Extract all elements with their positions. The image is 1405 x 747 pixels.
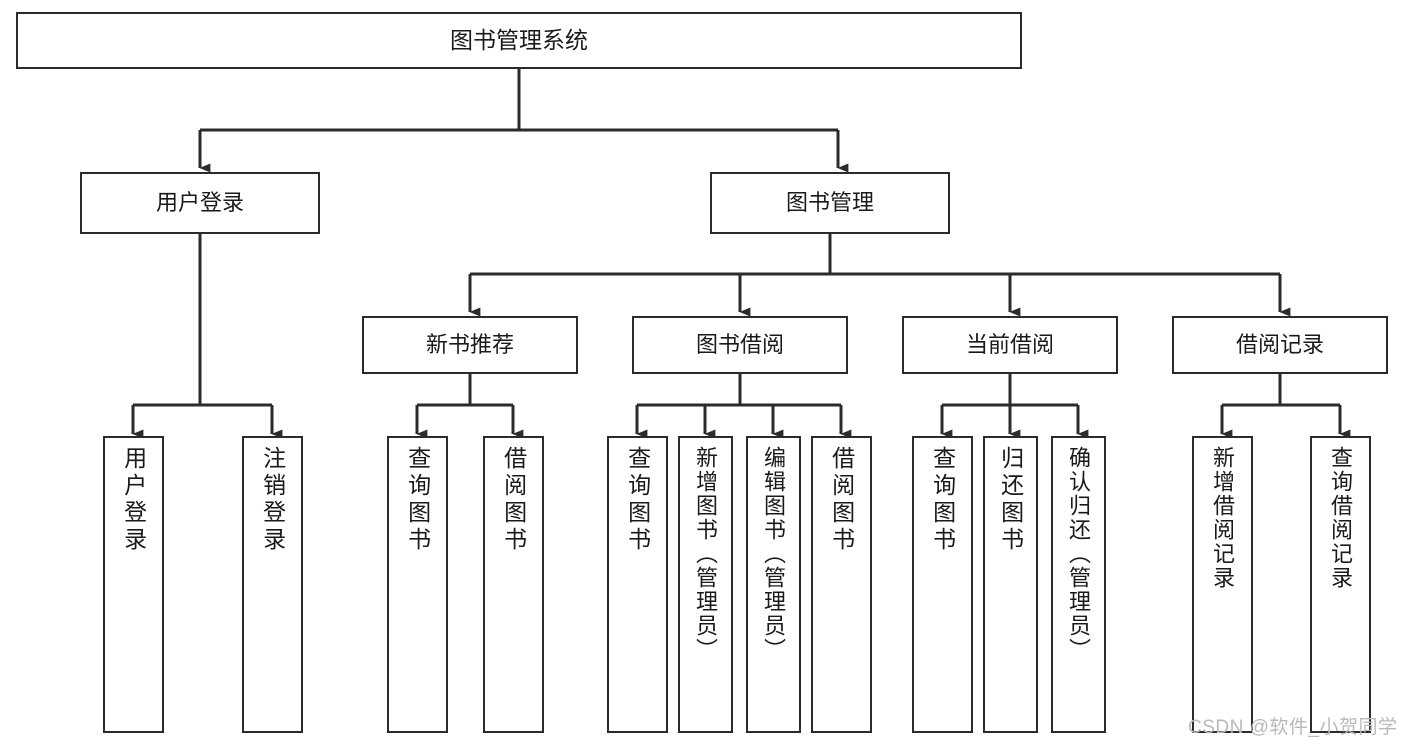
node-label: 新增借阅记录	[1210, 446, 1236, 590]
node-book-management[interactable]: 图书管理	[710, 172, 950, 234]
node-label: 注销登录	[259, 446, 286, 554]
node-label: 归还图书	[997, 446, 1024, 554]
node-label: 新增图书（管理员）	[693, 446, 719, 662]
node-book-borrow[interactable]: 图书借阅	[632, 316, 848, 374]
leaf-current-borrow-return[interactable]: 归还图书	[983, 436, 1038, 733]
node-label: 编辑图书（管理员）	[761, 446, 787, 662]
leaf-book-borrow-edit-admin[interactable]: 编辑图书（管理员）	[746, 436, 801, 733]
node-user-login[interactable]: 用户登录	[80, 172, 320, 234]
node-borrow-record[interactable]: 借阅记录	[1172, 316, 1388, 374]
leaf-book-borrow-query[interactable]: 查询图书	[607, 436, 668, 733]
leaf-user-login-logout[interactable]: 注销登录	[242, 436, 303, 733]
node-label: 查询图书	[929, 446, 956, 554]
node-label: 用户登录	[120, 446, 147, 554]
node-current-borrow[interactable]: 当前借阅	[902, 316, 1118, 374]
watermark-text: CSDN @软件_小贺同学	[1188, 717, 1398, 738]
node-root-system[interactable]: 图书管理系统	[16, 12, 1022, 69]
node-label: 用户登录	[155, 190, 244, 216]
leaf-new-book-borrow[interactable]: 借阅图书	[483, 436, 544, 733]
node-label: 查询借阅记录	[1328, 446, 1354, 590]
node-label: 借阅图书	[828, 446, 855, 554]
node-label: 图书借阅	[695, 332, 784, 358]
leaf-book-borrow-add-admin[interactable]: 新增图书（管理员）	[678, 436, 733, 733]
node-label: 查询图书	[404, 446, 431, 554]
node-label: 当前借阅	[965, 332, 1054, 358]
leaf-new-book-query[interactable]: 查询图书	[387, 436, 448, 733]
node-label: 借阅图书	[500, 446, 527, 554]
node-label: 查询图书	[624, 446, 651, 554]
leaf-book-borrow-borrow[interactable]: 借阅图书	[811, 436, 872, 733]
leaf-borrow-record-query[interactable]: 查询借阅记录	[1310, 436, 1371, 733]
leaf-current-borrow-confirm-admin[interactable]: 确认归还（管理员）	[1051, 436, 1106, 733]
node-new-book-recommend[interactable]: 新书推荐	[362, 316, 578, 374]
node-label: 新书推荐	[425, 332, 514, 358]
node-label: 图书管理系统	[450, 26, 588, 53]
leaf-user-login-login[interactable]: 用户登录	[103, 436, 164, 733]
node-label: 图书管理	[785, 190, 874, 216]
node-label: 借阅记录	[1235, 332, 1324, 358]
node-label: 确认归还（管理员）	[1066, 446, 1092, 662]
leaf-current-borrow-query[interactable]: 查询图书	[912, 436, 973, 733]
leaf-borrow-record-add[interactable]: 新增借阅记录	[1192, 436, 1253, 733]
